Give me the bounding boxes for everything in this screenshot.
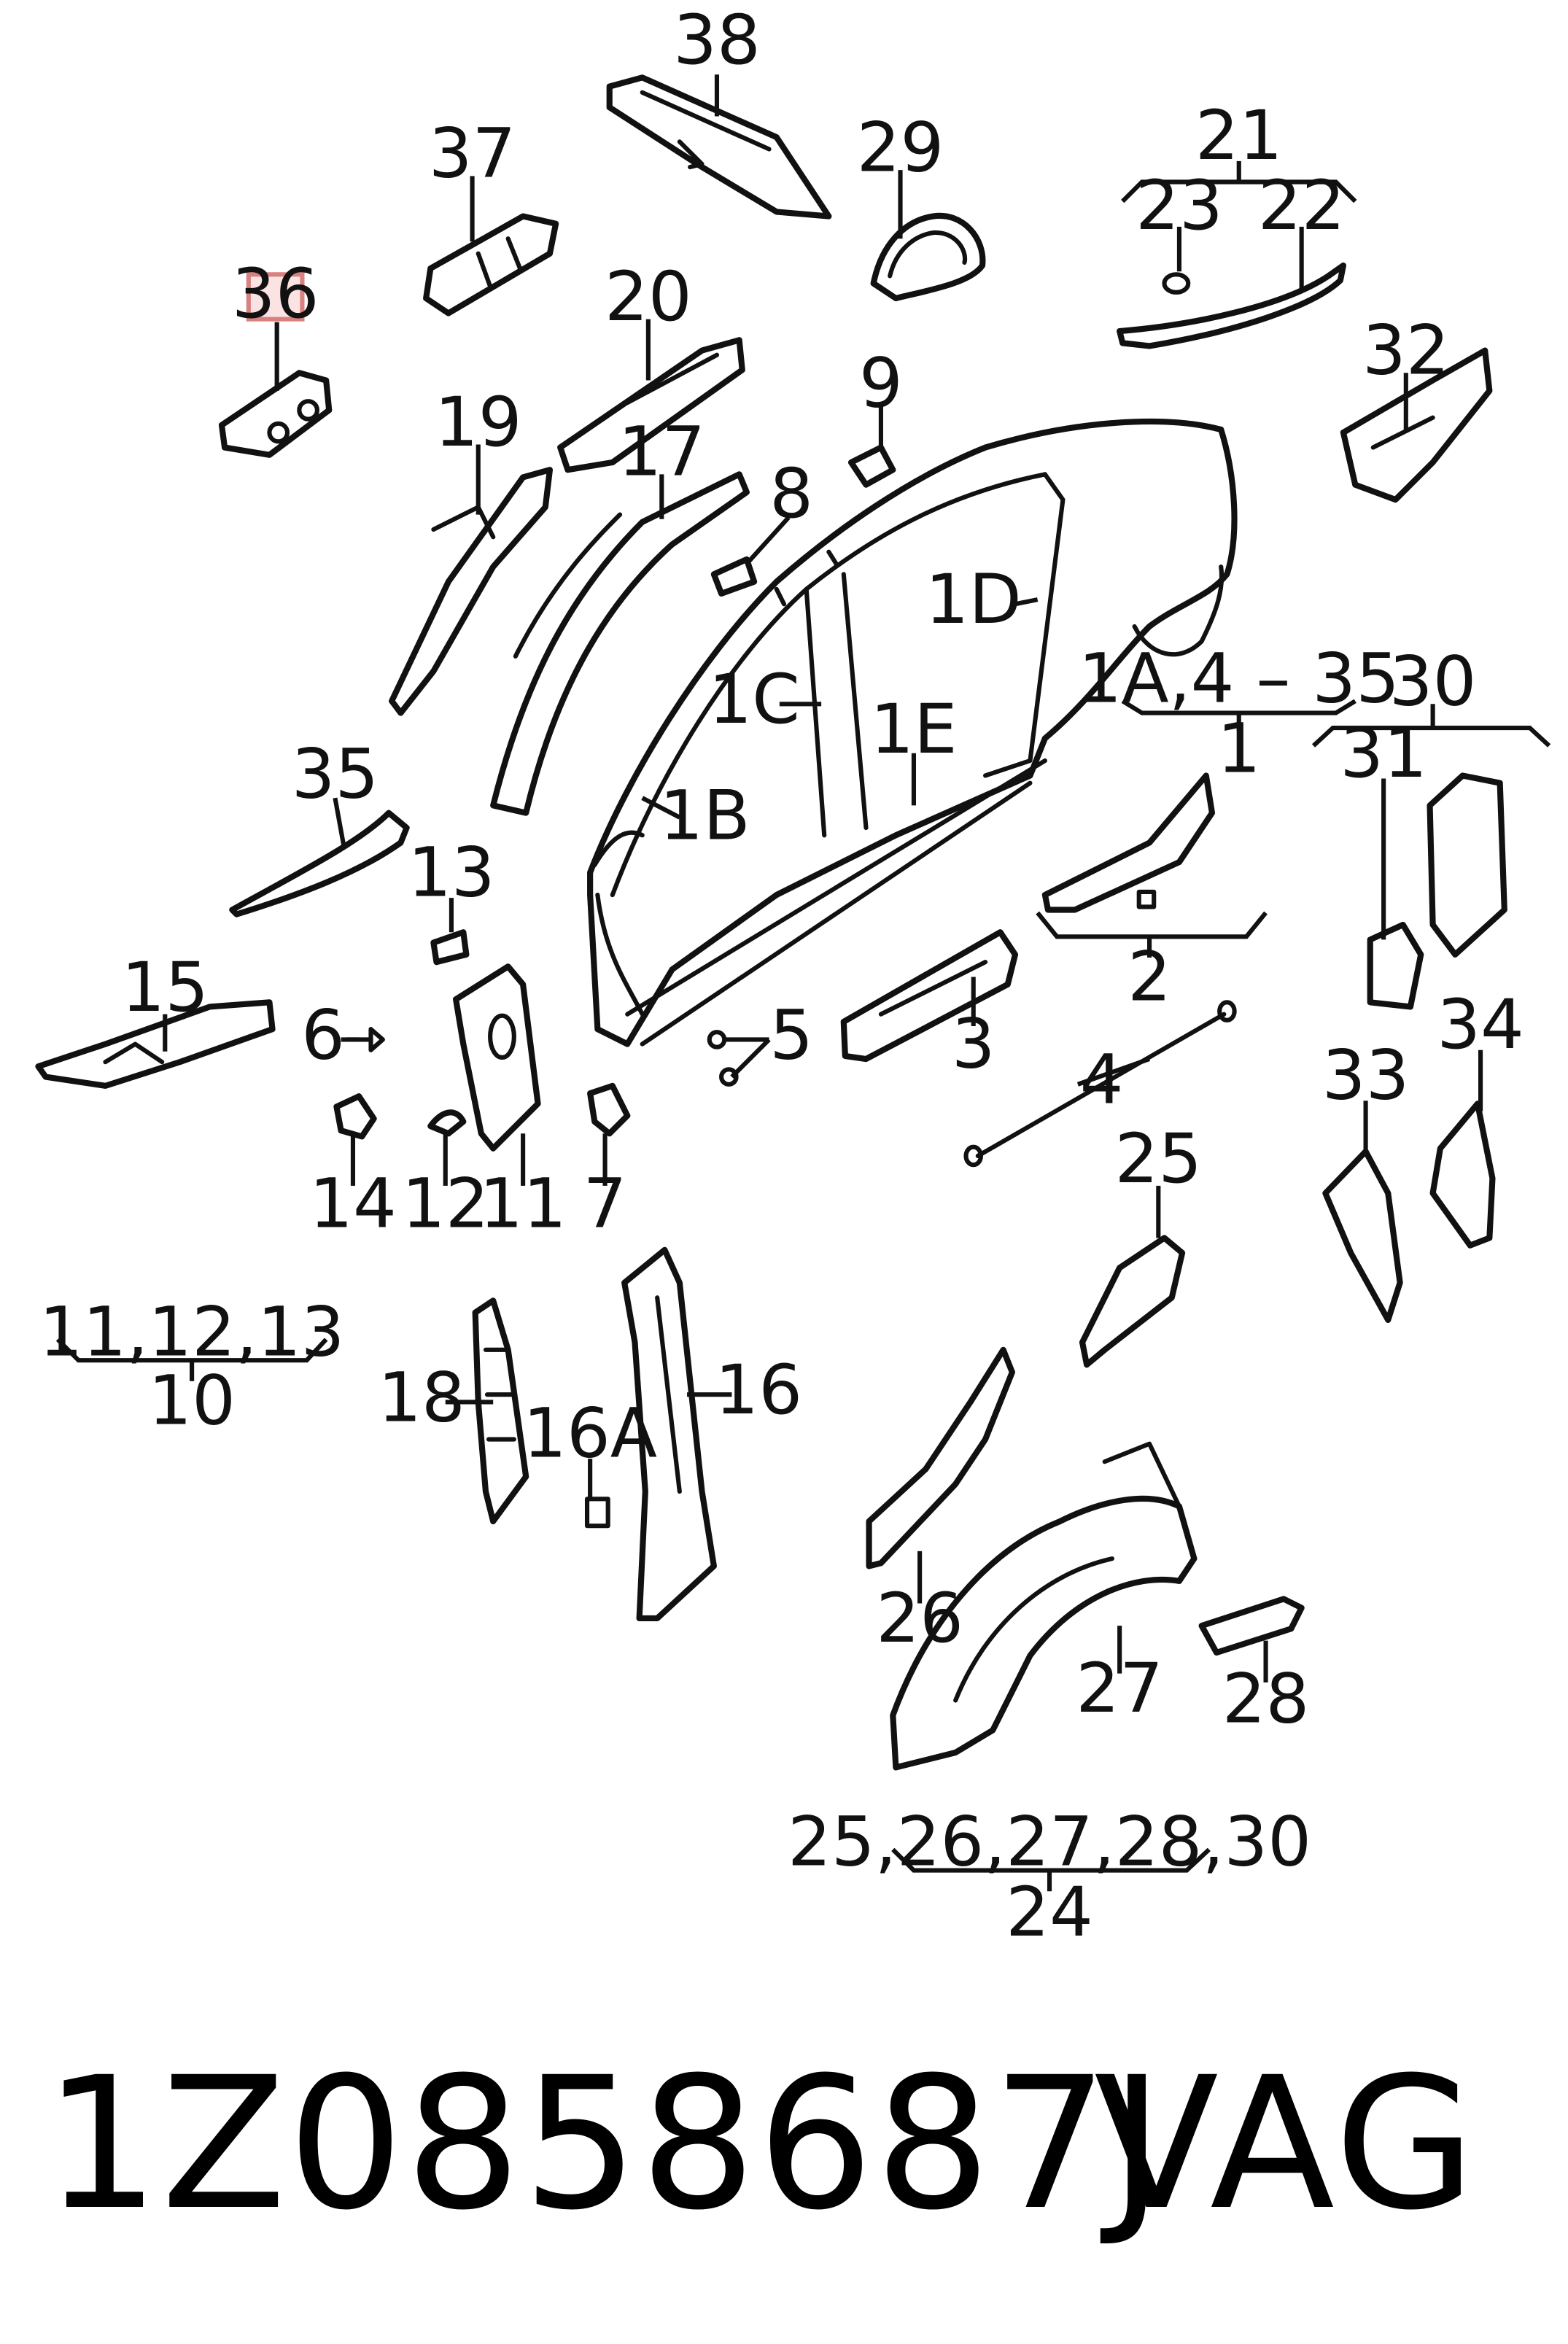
callout-35: 35 [292, 734, 379, 814]
callout-25: 25 [1114, 1119, 1202, 1199]
callout-1D: 1D [925, 560, 1022, 640]
callout-1E: 1E [870, 690, 957, 769]
callout-4: 4 [1080, 1041, 1124, 1120]
part-3 [840, 929, 1019, 1063]
callout-36-highlight [246, 272, 305, 322]
callout-6: 6 [301, 996, 345, 1075]
part-36 [218, 370, 333, 458]
callout-32: 32 [1362, 311, 1450, 391]
part-9 [847, 444, 896, 488]
callout-37: 37 [429, 115, 516, 194]
callout-10: 10 [148, 1361, 236, 1440]
callout-13: 13 [408, 833, 495, 912]
callout-29: 29 [857, 108, 944, 187]
part-35 [229, 810, 410, 917]
brand-name: VAG [1094, 2038, 1479, 2250]
callout-26: 26 [876, 1579, 963, 1658]
callout-8: 8 [769, 454, 813, 534]
part-4 [963, 1000, 1237, 1168]
callout-38: 38 [673, 1, 761, 80]
callout-23: 23 [1136, 166, 1223, 246]
callout-21: 21 [1195, 96, 1283, 176]
callout-28: 28 [1222, 1659, 1310, 1739]
part-side-panel [587, 418, 1238, 1047]
part-26 [866, 1346, 1015, 1569]
part-30 [1427, 772, 1507, 958]
part-31 [1367, 921, 1424, 1010]
part-29 [870, 212, 986, 302]
callout-labels: 38 37 36 29 21 23 22 20 19 17 9 8 32 1D … [39, 1, 1524, 1952]
callout-30: 30 [1389, 643, 1477, 722]
callout-14: 14 [309, 1164, 397, 1243]
callout-1A: 1A,4 – 35 [1079, 640, 1400, 719]
callout-5: 5 [769, 996, 813, 1075]
callout-1B: 1B [659, 777, 750, 856]
part-2 [1041, 772, 1216, 913]
part-16A [584, 1497, 610, 1529]
callout-34: 34 [1437, 985, 1524, 1065]
callout-10-components: 11,12,13 [39, 1292, 345, 1372]
part-32 [1340, 347, 1493, 503]
callout-3: 3 [952, 1005, 995, 1084]
callout-22: 22 [1258, 166, 1346, 246]
callout-27: 27 [1076, 1649, 1163, 1728]
callout-36[interactable]: 36 [232, 255, 319, 334]
callout-24: 24 [1006, 1873, 1093, 1952]
callout-9: 9 [859, 344, 903, 424]
part-37 [423, 213, 559, 317]
callout-16: 16 [715, 1351, 802, 1430]
part-7 [587, 1082, 631, 1137]
part-14 [333, 1093, 377, 1140]
callout-7: 7 [583, 1164, 627, 1243]
part-number: 1Z0858687J [44, 2038, 1165, 2250]
exploded-parts-diagram: 38 37 36 29 21 23 22 20 19 17 9 8 32 1D … [35, 1, 1551, 1952]
part-27 [890, 1441, 1198, 1771]
footer: 1Z0858687J VAG [0, 2035, 1568, 2268]
part-15 [35, 999, 276, 1089]
part-18 [472, 1297, 529, 1525]
callout-1C: 1C [708, 660, 800, 740]
callout-20: 20 [605, 257, 692, 337]
part-34 [1429, 1101, 1496, 1249]
part-33 [1322, 1148, 1403, 1324]
callout-31: 31 [1340, 714, 1427, 793]
part-28 [1198, 1596, 1305, 1656]
part-11 [452, 963, 541, 1152]
callout-12: 12 [402, 1164, 489, 1243]
part-25 [1079, 1235, 1186, 1368]
callout-2: 2 [1128, 938, 1171, 1017]
callout-33: 33 [1322, 1036, 1410, 1116]
part-13 [430, 929, 470, 966]
part-16 [621, 1246, 717, 1622]
leader-lines [55, 74, 1551, 1892]
callout-17: 17 [618, 413, 705, 492]
callout-18: 18 [378, 1358, 465, 1437]
part-19 [389, 467, 554, 716]
callout-16A: 16A [523, 1394, 657, 1473]
part-20 [557, 337, 745, 473]
part-38 [606, 74, 832, 220]
part-23 [1162, 272, 1191, 295]
part-17 [490, 471, 750, 816]
callout-19: 19 [435, 383, 522, 462]
part-8 [710, 556, 758, 597]
part-12 [427, 1109, 467, 1137]
callout-24-components: 25,26,27,28,30 [788, 1803, 1311, 1882]
callout-15: 15 [121, 948, 209, 1028]
callout-1: 1 [1217, 710, 1261, 789]
callout-11: 11 [479, 1164, 567, 1243]
part-22 [1117, 262, 1347, 349]
